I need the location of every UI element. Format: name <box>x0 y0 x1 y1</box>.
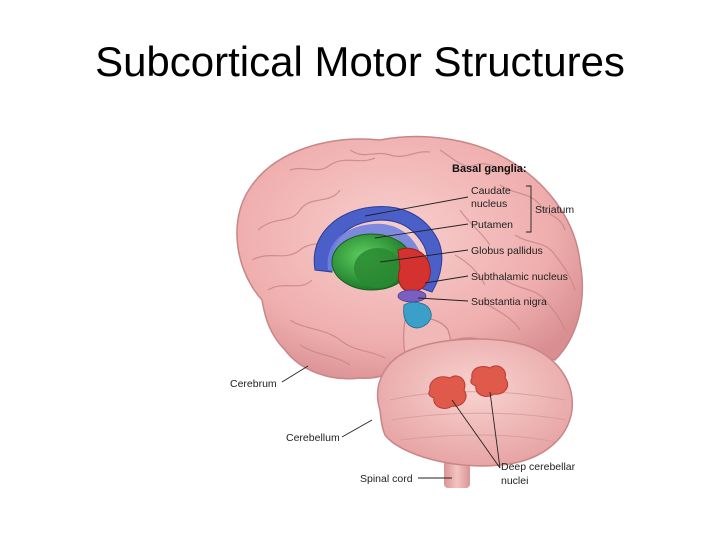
caudate-label-line2: nucleus <box>471 198 507 210</box>
subthalamic-nucleus-shape <box>397 247 431 293</box>
caudate-nucleus-shape <box>313 206 443 293</box>
deep-nucleus-right <box>470 365 509 397</box>
substantia-nigra-shape <box>397 289 427 303</box>
putamen-label: Putamen <box>471 219 513 231</box>
cerebellum-shape <box>376 338 573 467</box>
striatum-label: Striatum <box>535 204 574 216</box>
cerebellum-label: Cerebellum <box>286 432 340 444</box>
deep-cerebellar-label-line1: Deep cerebellar <box>501 461 576 473</box>
substantia-nigra-label: Substantia nigra <box>471 296 547 308</box>
leader-lines <box>281 185 532 479</box>
globus-pallidus-shape <box>354 248 402 288</box>
globus-pallidus-label: Globus pallidus <box>471 245 543 257</box>
slide-title: Subcortical Motor Structures <box>95 38 625 85</box>
basal-ganglia-label: Basal ganglia: <box>452 163 527 175</box>
deep-nucleus-left <box>428 375 467 409</box>
subthalamic-nucleus-label: Subthalamic nucleus <box>471 271 568 283</box>
spinal-cord-label: Spinal cord <box>360 473 413 485</box>
midbrain-blue-shape <box>403 301 432 329</box>
basal-ganglia-group <box>313 206 443 329</box>
deep-cerebellar-label-line2: nuclei <box>501 475 528 487</box>
caudate-label-line1: Caudate <box>471 185 511 197</box>
cerebrum-label: Cerebrum <box>230 378 277 390</box>
cerebellum-folia <box>389 391 567 443</box>
